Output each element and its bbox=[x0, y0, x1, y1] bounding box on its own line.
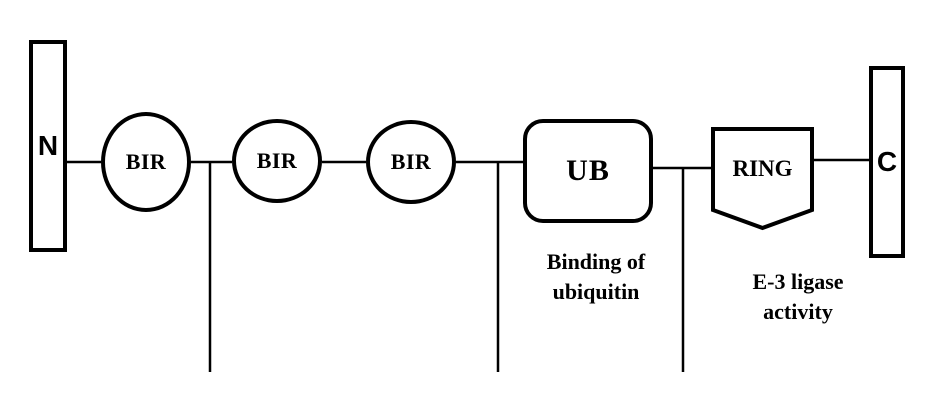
bir-domain-3: BIR bbox=[366, 120, 456, 204]
ub-annotation-line2: ubiquitin bbox=[552, 279, 640, 304]
ring-domain: RING bbox=[711, 127, 814, 210]
n-terminus-box: N bbox=[29, 40, 67, 252]
bir-domain-3-label: BIR bbox=[390, 149, 432, 174]
ring-shield-shape bbox=[711, 127, 814, 231]
ub-annotation-line1: Binding of bbox=[546, 249, 646, 274]
bir-domain-1-label: BIR bbox=[125, 149, 167, 174]
ring-annotation-line2: activity bbox=[763, 299, 833, 324]
bir-domain-2-label: BIR bbox=[256, 148, 298, 173]
c-terminus-label: C bbox=[876, 146, 898, 177]
ring-annotation: E-3 ligase activity bbox=[713, 267, 883, 327]
bir-domain-2: BIR bbox=[232, 119, 322, 203]
ub-annotation: Binding of ubiquitin bbox=[511, 247, 681, 307]
bir-domain-1: BIR bbox=[101, 112, 191, 212]
ring-annotation-line1: E-3 ligase bbox=[752, 269, 844, 294]
ring-domain-label: RING bbox=[732, 155, 793, 181]
ub-domain: UB bbox=[523, 119, 653, 223]
ub-domain-label: UB bbox=[566, 154, 610, 187]
n-terminus-label: N bbox=[37, 130, 59, 161]
c-terminus-box: C bbox=[869, 66, 905, 258]
